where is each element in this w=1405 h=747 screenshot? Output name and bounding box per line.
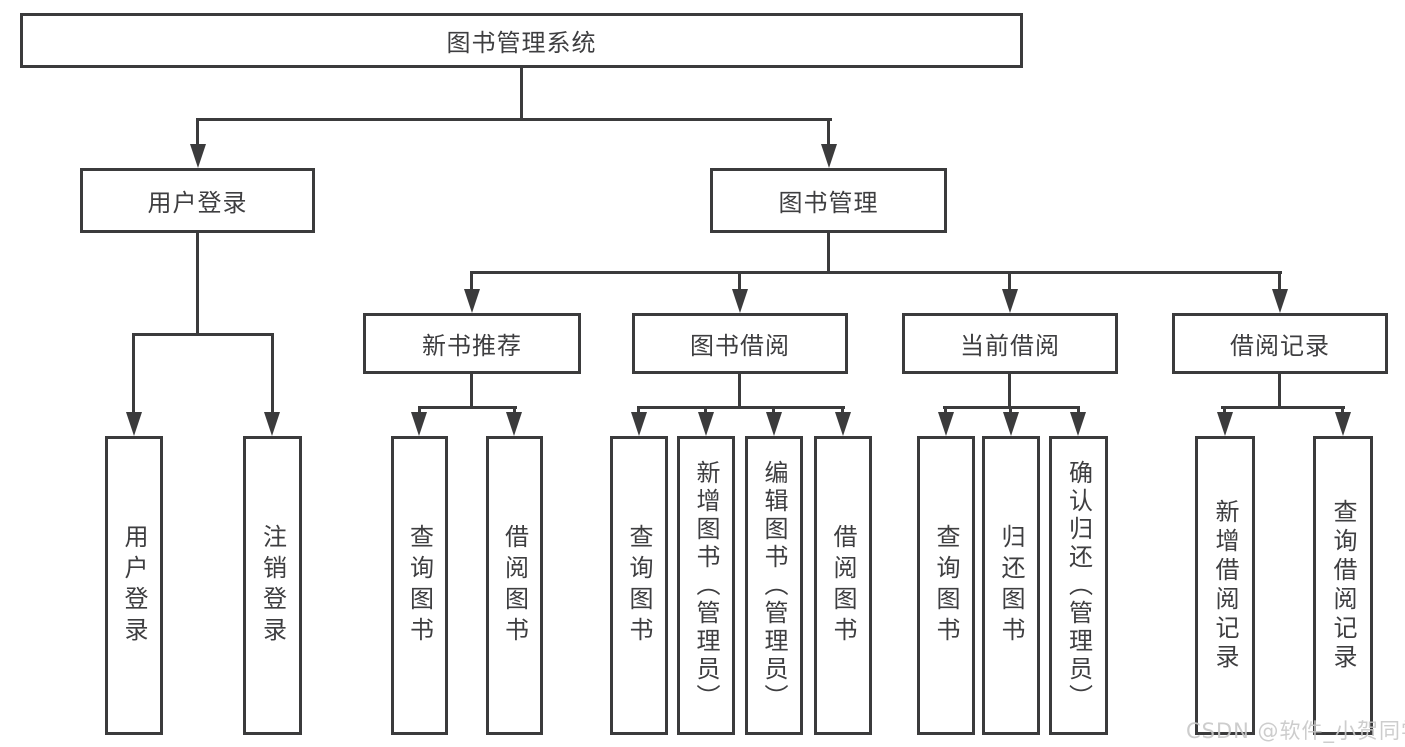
leaf-edit-book-admin: 编辑图书（管理员） <box>745 436 803 735</box>
connector-leaf-login-stem <box>132 333 135 415</box>
connector-currentborrow-stem <box>1008 271 1011 291</box>
arrowhead-leaf-logout <box>264 412 280 436</box>
node-book-borrow: 图书借阅 <box>632 313 848 374</box>
connector-bookborrow-down <box>738 372 741 409</box>
csdn-watermark: CSDN @软件_小贺同学 <box>1186 719 1405 743</box>
leaf-add-book-admin: 新增图书（管理员） <box>677 436 735 735</box>
node-current-borrow: 当前借阅 <box>902 313 1118 374</box>
connector-user-login-stem <box>196 118 199 148</box>
leaf-return-book: 归还图书 <box>982 436 1040 735</box>
connector-newbook-stem <box>470 271 473 291</box>
arrowhead-b1 <box>411 412 427 436</box>
arrowhead-user-login <box>190 144 206 168</box>
connector-level2-rail <box>196 118 832 121</box>
arrowhead-c3 <box>766 412 782 436</box>
leaf-user-login: 用户登录 <box>105 436 163 735</box>
arrowhead-newbook <box>464 289 480 313</box>
connector-bookborrow-rail <box>637 406 845 409</box>
connector-book-mgmt-stem <box>827 118 830 148</box>
leaf-borrow-books-1: 借阅图书 <box>486 436 543 735</box>
connector-borrowrecord-stem <box>1278 271 1281 291</box>
node-borrow-records: 借阅记录 <box>1172 313 1388 374</box>
leaf-borrow-books-2: 借阅图书 <box>814 436 872 735</box>
leaf-query-books-3: 查询图书 <box>917 436 975 735</box>
connector-user-login-down <box>196 231 199 336</box>
node-user-login: 用户登录 <box>80 168 315 233</box>
arrowhead-c1 <box>631 412 647 436</box>
leaf-add-borrow-record: 新增借阅记录 <box>1195 436 1255 735</box>
connector-currentborrow-down <box>1008 372 1011 409</box>
node-book-management: 图书管理 <box>710 168 947 233</box>
arrowhead-d3 <box>1070 412 1086 436</box>
arrowhead-e2 <box>1335 412 1351 436</box>
connector-leaf-logout-stem <box>271 333 274 415</box>
arrowhead-e1 <box>1217 412 1233 436</box>
arrowhead-d1 <box>938 412 954 436</box>
arrowhead-d2 <box>1003 412 1019 436</box>
arrowhead-bookborrow <box>732 289 748 313</box>
arrowhead-leaf-login <box>126 412 142 436</box>
connector-borrowrecord-rail <box>1221 406 1345 409</box>
leaf-query-books-2: 查询图书 <box>610 436 668 735</box>
connector-level3-rail <box>470 271 1282 274</box>
connector-root-stem <box>520 66 523 121</box>
arrowhead-b2 <box>506 412 522 436</box>
arrowhead-c4 <box>835 412 851 436</box>
node-new-book-recommend: 新书推荐 <box>363 313 581 374</box>
connector-newbook-rail <box>418 406 517 409</box>
arrowhead-borrowrecord <box>1272 289 1288 313</box>
connector-book-mgmt-down <box>827 231 830 274</box>
leaf-query-books-1: 查询图书 <box>391 436 448 735</box>
arrowhead-currentborrow <box>1002 289 1018 313</box>
arrowhead-book-mgmt <box>821 144 837 168</box>
leaf-query-borrow-record: 查询借阅记录 <box>1313 436 1373 735</box>
node-library-management-system: 图书管理系统 <box>20 13 1023 68</box>
connector-borrowrecord-down <box>1278 372 1281 409</box>
leaf-logout: 注销登录 <box>243 436 302 735</box>
arrowhead-c2 <box>698 412 714 436</box>
connector-bookborrow-stem <box>738 271 741 291</box>
connector-newbook-down <box>470 372 473 409</box>
connector-user-login-rail <box>132 333 274 336</box>
leaf-confirm-return-admin: 确认归还（管理员） <box>1049 436 1108 735</box>
